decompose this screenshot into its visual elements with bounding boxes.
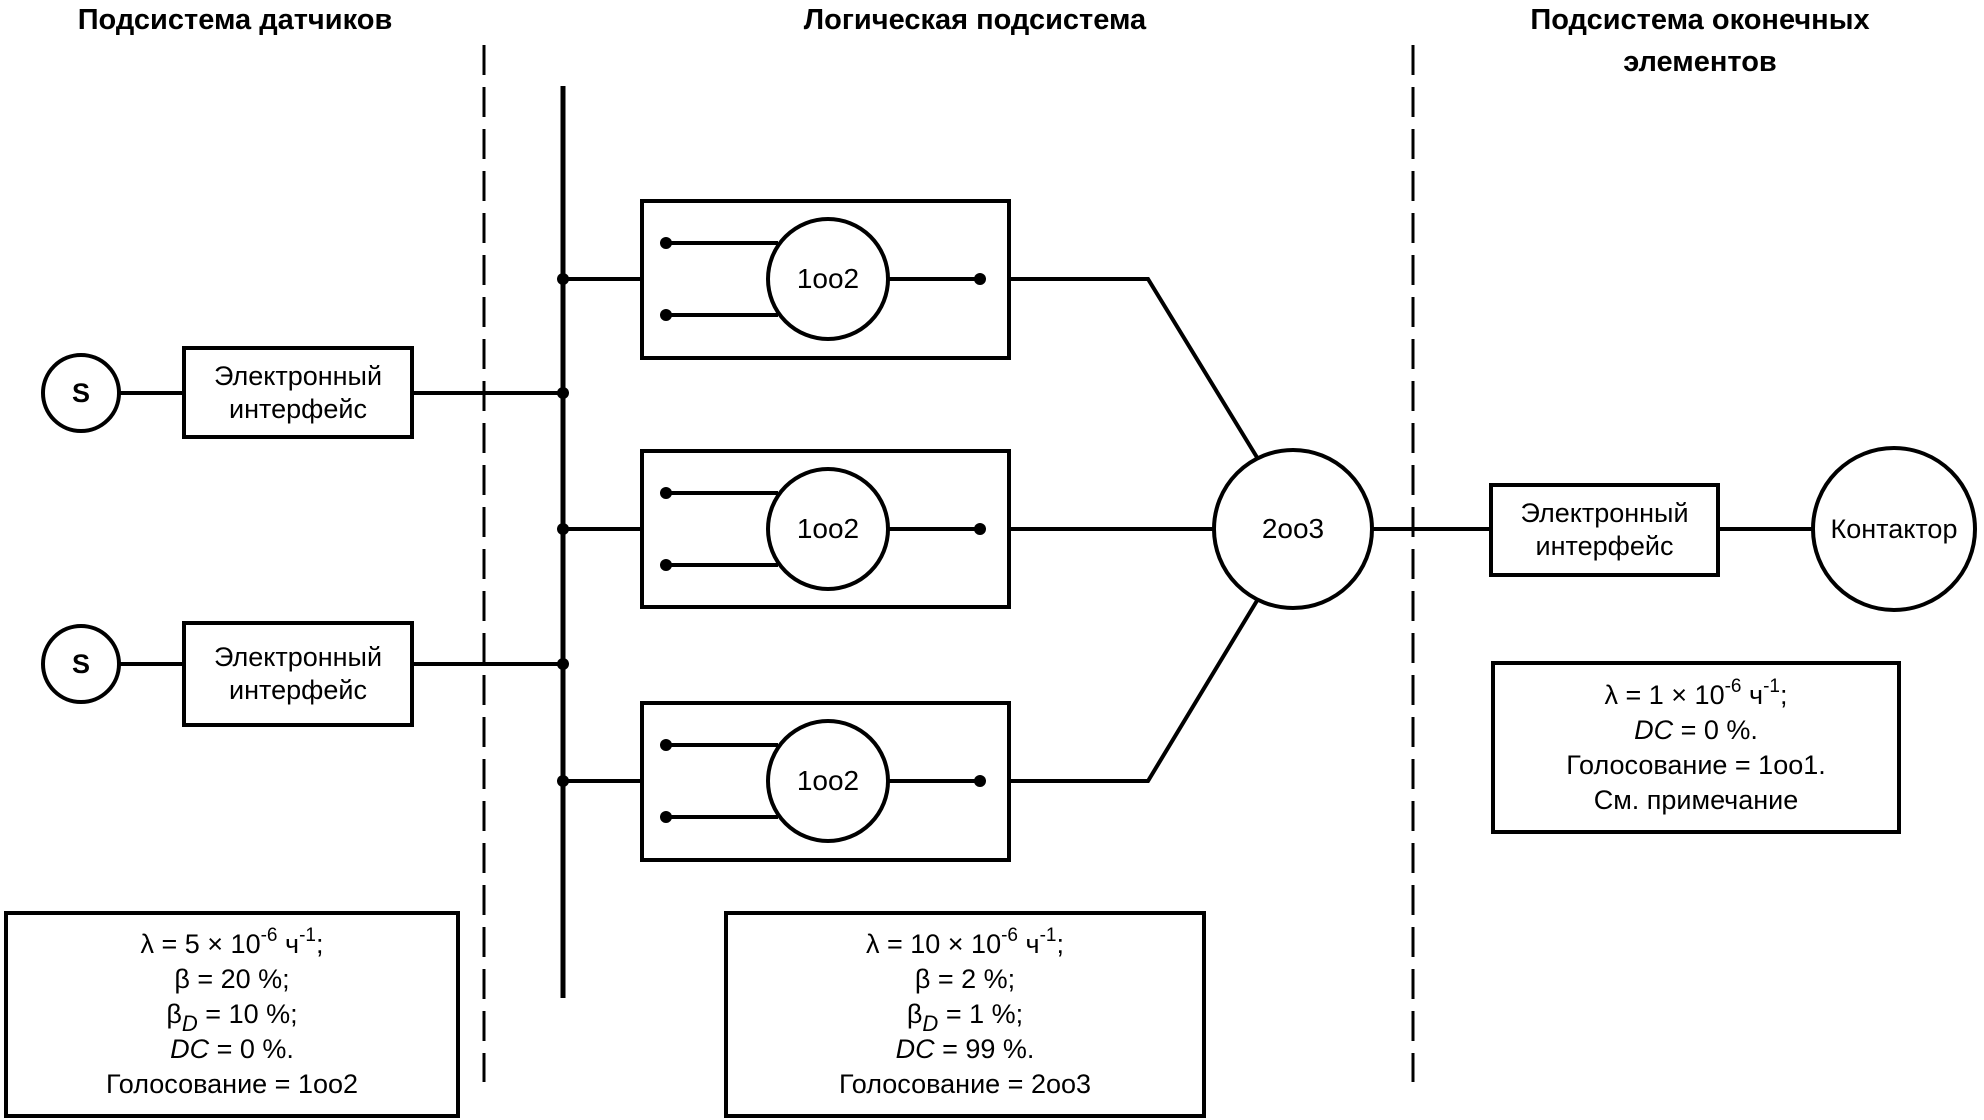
header-logic-subsystem: Логическая подсистема <box>803 4 1147 36</box>
channel-input-dot <box>660 309 672 321</box>
channel-input-dot <box>660 559 672 571</box>
final-params-box: λ = 1 × 10-6 ч-1; DC = 0 %. Голосование … <box>1491 661 1901 834</box>
beta-d-line: βD = 10 %; <box>166 999 298 1036</box>
channel-output-dot <box>974 775 986 787</box>
sensor-2-label: S <box>71 648 90 679</box>
header-final-line1: Подсистема оконечных <box>1530 4 1870 36</box>
dc-line: DC = 0 %. <box>170 1034 294 1064</box>
header-final-line2: элементов <box>1623 46 1777 78</box>
voting-line: Голосование = 2oo3 <box>838 1069 1092 1099</box>
beta-d-line: βD = 1 %; <box>906 999 1024 1036</box>
channel-2-voting-label: 1oo2 <box>796 513 860 544</box>
sensor-params-box: λ = 5 × 10-6 ч-1; β = 20 %; βD = 10 %; D… <box>4 911 460 1118</box>
channel-output-dot <box>974 273 986 285</box>
lambda-line: λ = 10 × 10-6 ч-1; <box>865 925 1064 959</box>
voter-2oo3-label: 2oo3 <box>1261 513 1325 544</box>
interface-line2: интерфейс <box>229 393 367 424</box>
channel-input-dot <box>660 237 672 249</box>
contactor-label: Контактор <box>1830 513 1958 544</box>
voting-line: Голосование = 1oo2 <box>105 1069 359 1099</box>
final-interface-label: Электронный интерфейс <box>1491 485 1718 575</box>
sensor-1-interface-label: Электронный интерфейс <box>184 348 412 437</box>
bus-junction <box>557 523 569 535</box>
lambda-line: λ = 1 × 10-6 ч-1; <box>1604 675 1788 710</box>
note-line: См. примечание <box>1593 784 1799 815</box>
channel-input-dot <box>660 811 672 823</box>
channel-3-voting-label: 1oo2 <box>796 765 860 796</box>
header-sensor-subsystem: Подсистема датчиков <box>77 4 393 36</box>
dc-line: DC = 99 %. <box>895 1034 1035 1064</box>
logic-params-box: λ = 10 × 10-6 ч-1; β = 2 %; βD = 1 %; DC… <box>724 911 1206 1118</box>
bus-junction <box>557 658 569 670</box>
interface-line2: интерфейс <box>229 675 367 705</box>
channel-input-dot <box>660 739 672 751</box>
sensor-1-label: S <box>71 377 90 408</box>
interface-line1: Электронный <box>213 360 383 391</box>
sensor-2-interface-label: Электронный интерфейс <box>184 623 412 725</box>
voting-line: Голосование = 1oo1. <box>1566 749 1826 780</box>
bus-junction <box>557 775 569 787</box>
logic-channel-3 <box>563 597 1260 862</box>
beta-line: β = 2 %; <box>914 964 1016 994</box>
logic-channel-2 <box>563 449 1214 609</box>
interface-line1: Электронный <box>213 642 383 672</box>
lambda-line: λ = 5 × 10-6 ч-1; <box>140 925 324 959</box>
header-final-subsystem: Подсистема оконечных элементов <box>1480 2 1920 80</box>
dc-line: DC = 0 %. <box>1634 714 1758 745</box>
junction-dots <box>557 237 986 823</box>
interface-line1: Электронный <box>1520 498 1689 528</box>
sensor-2-interface-box <box>182 621 414 727</box>
channel-1-voting-label: 1oo2 <box>796 263 860 294</box>
channel-output-dot <box>974 523 986 535</box>
bus-junction <box>557 387 569 399</box>
beta-line: β = 20 %; <box>174 964 290 994</box>
logic-channel-1 <box>563 199 1260 461</box>
contactor-circle <box>1811 446 1977 612</box>
interface-line2: интерфейс <box>1535 531 1674 561</box>
channel-input-dot <box>660 487 672 499</box>
bus-junction <box>557 273 569 285</box>
